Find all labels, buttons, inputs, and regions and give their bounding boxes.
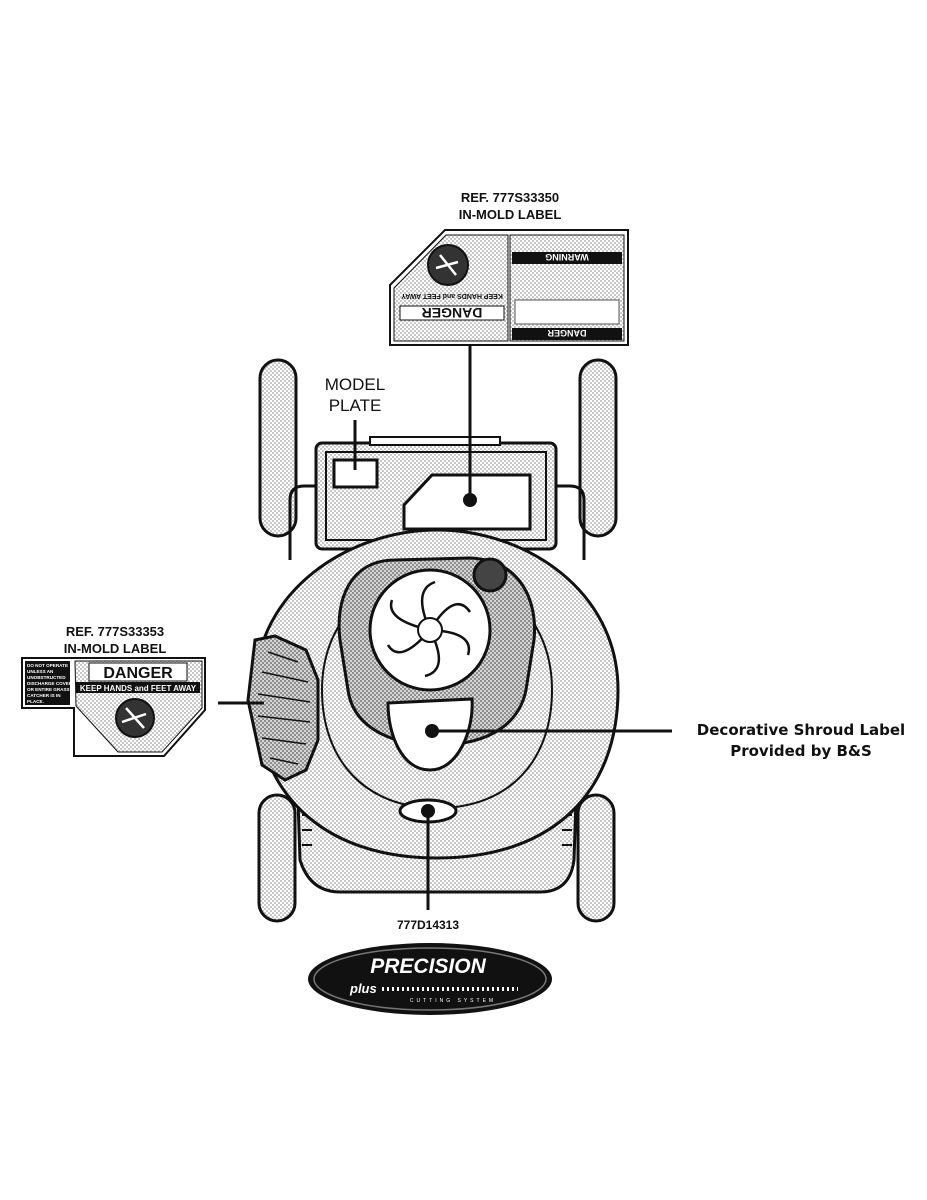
leader-dot-part: [421, 804, 435, 818]
engine-fuel-cap: [472, 557, 508, 593]
model-plate-callout: MODEL PLATE: [300, 374, 410, 416]
svg-text:CATCHER IS IN: CATCHER IS IN: [27, 693, 61, 698]
logo-plus: plus: [349, 981, 377, 996]
left-decal-notice: DO NOT OPERATE UNLESS AN UNOBSTRUCTED DI…: [27, 663, 73, 704]
left-decal-keep-away: KEEP HANDS and FEET AWAY: [80, 684, 197, 693]
svg-text:DISCHARGE COVER: DISCHARGE COVER: [27, 681, 73, 686]
top-decal-danger: DANGER: [422, 305, 483, 321]
top-decal-keep-away: KEEP HANDS and FEET AWAY: [401, 292, 503, 299]
leader-dot-top-label: [463, 493, 477, 507]
rear-left-wheel: [258, 358, 298, 538]
leader-dot-shroud: [425, 724, 439, 738]
part-number: 777D14313: [396, 918, 460, 932]
shroud-label-line2: Provided by B&S: [730, 742, 872, 760]
shroud-label-line1: Decorative Shroud Label: [696, 721, 906, 739]
left-label-ref: REF. 777S33353: [65, 624, 165, 639]
rear-housing-top-lip: [369, 436, 501, 446]
top-label-callout: REF. 777S33350 IN-MOLD LABEL: [430, 189, 590, 223]
svg-text:PLACE.: PLACE.: [27, 699, 44, 704]
left-label-callout: REF. 777S33353 IN-MOLD LABEL: [40, 623, 190, 657]
precision-plus-logo: PRECISION plus CUTTING SYSTEM: [308, 943, 552, 1015]
model-plate-line1: MODEL: [324, 375, 386, 394]
left-label-decal: DANGER KEEP HANDS and FEET AWAY DO NOT O…: [21, 657, 206, 757]
left-label-type: IN-MOLD LABEL: [63, 641, 167, 656]
top-label-decal: DANGER WARNING DANGER KEEP HANDS and FEE…: [389, 229, 629, 346]
left-decal-danger: DANGER: [103, 665, 173, 682]
svg-text:UNLESS AN: UNLESS AN: [27, 669, 54, 674]
front-right-wheel: [576, 793, 616, 923]
model-plate-line2: PLATE: [328, 396, 382, 415]
handle-frame: [288, 484, 586, 560]
logo-brand: PRECISION: [370, 955, 486, 978]
top-label-type: IN-MOLD LABEL: [458, 207, 562, 222]
rear-right-wheel: [578, 358, 618, 538]
top-decal-warning: WARNING: [545, 252, 589, 262]
top-decal-danger-small: DANGER: [547, 328, 587, 338]
logo-system: CUTTING SYSTEM: [410, 998, 496, 1004]
engine-fan-hub: [417, 617, 443, 643]
svg-text:UNOBSTRUCTED: UNOBSTRUCTED: [27, 675, 66, 680]
shroud-label-callout: Decorative Shroud Label Provided by B&S: [676, 720, 926, 762]
front-left-wheel: [257, 793, 297, 923]
side-door-ribs: [257, 651, 311, 765]
svg-text:OR ENTIRE GRASS: OR ENTIRE GRASS: [27, 687, 70, 692]
svg-text:DO NOT OPERATE: DO NOT OPERATE: [27, 663, 68, 668]
top-label-ref: REF. 777S33350: [460, 190, 560, 205]
